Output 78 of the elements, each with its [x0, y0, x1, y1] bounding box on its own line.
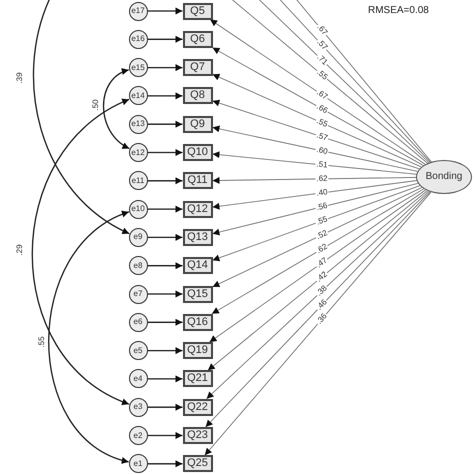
edge-label: .36 — [314, 311, 330, 327]
path-arrow — [148, 149, 182, 156]
path-arrow — [148, 432, 182, 439]
path-arrow — [209, 189, 426, 342]
edge-label: .39 — [16, 71, 24, 85]
path-arrow — [212, 74, 422, 168]
edge-label: .52 — [314, 228, 330, 242]
edge-label: .60 — [314, 146, 330, 156]
edge-label: .71 — [314, 52, 330, 68]
path-arrow — [148, 460, 182, 468]
path-arrow — [148, 8, 182, 14]
path-arrow — [210, 19, 426, 165]
edge-label: .67 — [314, 88, 330, 102]
edge-label: .62 — [315, 174, 329, 183]
path-arrow — [212, 151, 417, 175]
covariance-arrow — [32, 98, 130, 405]
item-box: Q16 — [182, 314, 212, 331]
path-arrow — [212, 176, 416, 184]
path-arrow — [148, 177, 182, 184]
item-box: Q23 — [182, 427, 212, 444]
edge-label: .56 — [314, 201, 330, 212]
item-box: Q15 — [182, 286, 212, 302]
edge-label: .50 — [92, 98, 100, 112]
path-arrow — [148, 262, 182, 270]
fit-index-label: RMSEA=0.08 — [368, 6, 429, 16]
latent-ellipse: Bonding — [416, 160, 472, 194]
path-arrow — [148, 318, 182, 326]
path-arrow — [148, 404, 182, 411]
item-box: Q10 — [182, 144, 212, 161]
item-box: Q14 — [182, 257, 212, 274]
edge-label: .62 — [314, 242, 330, 256]
item-box: Q7 — [182, 59, 212, 76]
covariance-arrow — [48, 211, 130, 463]
item-box: Q11 — [182, 172, 212, 190]
item-box: Q25 — [182, 455, 212, 472]
edge-label: .51 — [315, 160, 329, 170]
edge-label: .46 — [314, 297, 330, 312]
path-arrow — [148, 375, 182, 382]
path-arrow — [212, 125, 418, 172]
edge-label: .55 — [314, 68, 330, 82]
path-arrow — [148, 36, 182, 43]
item-box: Q13 — [182, 228, 212, 246]
path-arrow — [212, 187, 422, 288]
path-arrow — [148, 92, 182, 100]
edge-label: .29 — [16, 243, 24, 257]
path-arrow — [212, 188, 424, 314]
item-box: Q9 — [182, 116, 212, 133]
edge-label: .55 — [314, 214, 330, 227]
edge-label: .67 — [314, 22, 330, 38]
edge-label: .57 — [314, 131, 330, 143]
edge-label: .55 — [38, 335, 46, 349]
edge-label: .57 — [314, 38, 330, 53]
edge-label: .38 — [314, 284, 330, 298]
item-box: Q5 — [182, 2, 212, 20]
path-arrow — [148, 120, 182, 128]
covariance-arrow — [33, 0, 130, 234]
item-box: Q12 — [182, 200, 212, 218]
path-arrow — [212, 185, 420, 262]
path-arrow — [148, 64, 182, 72]
path-arrow — [148, 206, 182, 213]
covariance-arrow — [102, 69, 130, 150]
path-arrow — [212, 182, 418, 236]
path-arrow — [212, 47, 424, 166]
item-box: Q21 — [182, 370, 212, 388]
path-arrow — [148, 234, 182, 241]
edge-label: .47 — [314, 256, 330, 270]
edge-label: .66 — [314, 102, 330, 116]
edge-label: .40 — [314, 188, 330, 198]
path-arrow — [148, 347, 182, 354]
edge-label: .42 — [314, 270, 330, 284]
item-box: Q8 — [182, 87, 212, 104]
edge-label: .55 — [314, 116, 330, 130]
item-box: Q6 — [182, 30, 212, 48]
path-arrow — [148, 290, 182, 298]
path-arrow — [212, 180, 418, 210]
path-arrow — [212, 100, 420, 170]
item-box: Q22 — [182, 398, 212, 416]
item-box: Q19 — [182, 342, 212, 360]
